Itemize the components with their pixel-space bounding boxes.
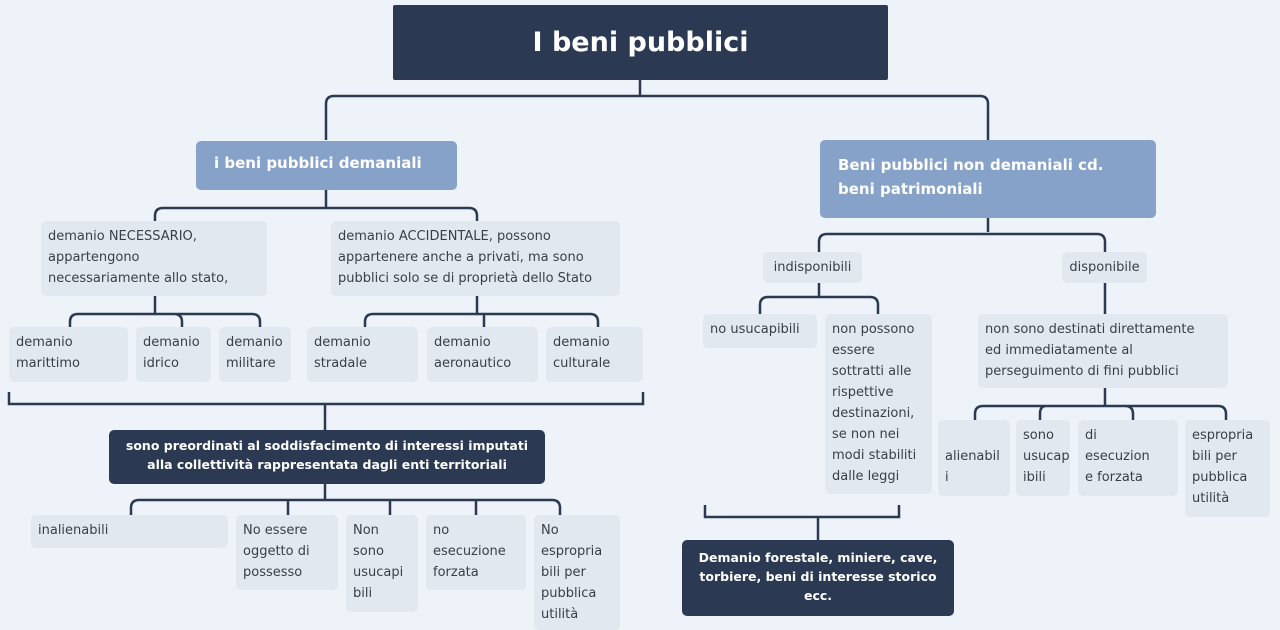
node-beni-patrimoniali[interactable]: Beni pubblici non demaniali cd. beni pat… <box>820 140 1156 218</box>
node-preordinati-summary[interactable]: sono preordinati al soddisfacimento di i… <box>109 430 545 484</box>
node-demanio-idrico[interactable]: demanio idrico <box>136 327 211 382</box>
node-examples-indisponibili[interactable]: Demanio forestale, miniere, cave, torbie… <box>682 540 954 616</box>
node-demanio-stradale[interactable]: demanio stradale <box>307 327 418 382</box>
node-espropriabili[interactable]: espropria bili per pubblica utilità <box>1185 420 1270 517</box>
node-non-destinati[interactable]: non sono destinati direttamente ed immed… <box>978 314 1228 388</box>
node-sono-usucapibili[interactable]: sono usucap ibili <box>1016 420 1070 496</box>
node-no-usucapibili[interactable]: no usucapibili <box>703 314 817 348</box>
root-title[interactable]: I beni pubblici <box>393 5 888 80</box>
node-demanio-aeronautico[interactable]: demanio aeronautico <box>427 327 538 382</box>
node-disponibile[interactable]: disponibile <box>1062 252 1147 283</box>
node-inalienabili[interactable]: inalienabili <box>31 515 228 548</box>
node-non-sottratti[interactable]: non possono essere sottratti alle rispet… <box>825 314 932 494</box>
node-demanio-marittimo[interactable]: demanio marittimo <box>9 327 128 382</box>
node-demanio-accidentale[interactable]: demanio ACCIDENTALE, possono appartenere… <box>331 221 620 296</box>
node-esecuzione-forzata[interactable]: di esecuzion e forzata <box>1078 420 1178 496</box>
node-no-espropriabili[interactable]: No espropria bili per pubblica utilità <box>534 515 620 630</box>
node-demanio-necessario[interactable]: demanio NECESSARIO, appartengono necessa… <box>41 221 267 296</box>
node-demanio-militare[interactable]: demanio militare <box>219 327 291 382</box>
node-alienabili[interactable]: alienabil i <box>938 420 1010 496</box>
node-demanio-culturale[interactable]: demanio culturale <box>546 327 643 382</box>
node-no-esecuzione-forzata[interactable]: no esecuzione forzata <box>426 515 526 590</box>
node-no-possesso[interactable]: No essere oggetto di possesso <box>236 515 338 590</box>
node-beni-demaniali[interactable]: i beni pubblici demaniali <box>196 141 457 190</box>
node-non-usucapibili[interactable]: Non sono usucapi bili <box>346 515 418 612</box>
node-indisponibili[interactable]: indisponibili <box>763 252 862 283</box>
